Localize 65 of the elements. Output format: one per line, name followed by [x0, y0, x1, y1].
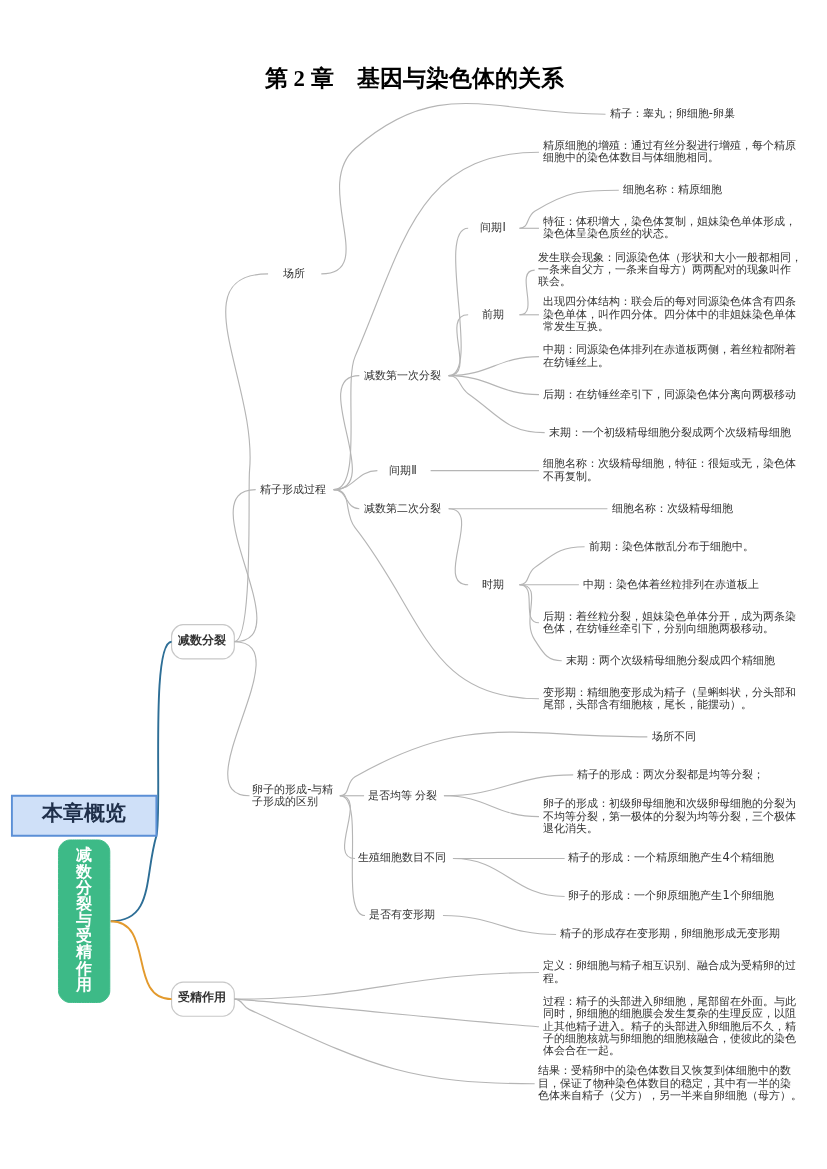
- node-text: 结果：受精卵中的染色体数目又恢复到体细胞中的数目，保证了物种染色体数目的稳定，其中有一半的染色体来自精子（父方），另一半来自卵细胞（母方）。: [537, 1063, 802, 1103]
- node-text: 前期: [481, 306, 504, 321]
- node-text: 细胞名称：次级精母细胞，特征：很短或无，染色体不再复制。: [543, 456, 797, 483]
- node-text: 末期：一个初级精母细胞分裂成两个次级精母细胞: [548, 424, 791, 439]
- node-text: 特征：体积增大，染色体复制，姐妹染色单体形成，染色体呈染色质丝的状态。: [543, 214, 797, 241]
- node-text: 间期Ⅱ: [389, 462, 417, 477]
- node-text: 中期：染色体着丝粒排列在赤道板上: [583, 576, 760, 591]
- node-text: 变形期：精细胞变形成为精子（呈蝌蚪状，分头部和尾部，头部含有细胞核，尾长，能摆动）。: [543, 684, 797, 711]
- connector: [518, 189, 620, 229]
- node-text: 后期：着丝粒分裂，姐妹染色单体分开，成为两条染色体，在纺锤丝牵引下，分别向细胞两极移动。: [543, 608, 797, 635]
- connector: [333, 489, 360, 510]
- node-text: 中期：同源染色体排列在赤道板两侧，着丝粒都附着在纺锤丝上。: [543, 342, 797, 369]
- connector: [227, 641, 257, 797]
- connector: [333, 489, 540, 700]
- node-text: 生殖细胞数目不同: [357, 850, 446, 865]
- node-text: 减数第二次分裂: [363, 500, 441, 515]
- connector: [442, 914, 557, 936]
- node-box: 减数分裂: [171, 624, 235, 660]
- connector: [518, 314, 540, 316]
- connector: [518, 584, 540, 624]
- connector: [225, 273, 269, 643]
- connector: [448, 227, 469, 377]
- node-text: 卵子的形成-与精子形成的区别: [252, 781, 334, 808]
- node-text: 时期: [481, 576, 504, 591]
- node-text: 场所: [282, 265, 305, 280]
- connector: [320, 102, 607, 275]
- node-text: 精子：睾丸；卵细胞-卵巢: [609, 106, 735, 121]
- connector: [233, 998, 536, 1085]
- diagram-title: 第 2 章 基因与染色体的关系: [264, 65, 564, 91]
- node-text: 出现四分体结构：联会后的每对同源染色体含有四条染色单体，叫作四分体。四分体中的非姐妹染色单体常发生互换。: [543, 294, 797, 334]
- connector: [518, 227, 540, 229]
- node-box: 受精作用: [171, 981, 235, 1017]
- node-text: 定义：卵细胞与精子相互识别、融合成为受精卵的过程。: [543, 958, 797, 985]
- node-text: 后期：在纺锤丝牵引下，同源染色体分离向两极移动: [543, 386, 797, 401]
- node-box: 本章概览: [10, 794, 158, 837]
- connector: [339, 795, 356, 860]
- connector: [430, 470, 540, 472]
- node-text: 末期：两个次级精母细胞分裂成四个精细胞: [566, 652, 776, 667]
- node-text: 是否有变形期: [369, 907, 436, 922]
- node-text: 卵子的形成：一个卵原细胞产生1个卵细胞: [568, 888, 774, 903]
- node-text: 精子的形成存在变形期，卵细胞形成无变形期: [560, 926, 781, 941]
- node-text: 精原细胞的增殖：通过有丝分裂进行增殖，每个精原细胞中的染色体数目与体细胞相同。: [543, 138, 797, 165]
- connector: [443, 795, 540, 818]
- node-text: 是否均等 分裂: [367, 787, 438, 802]
- node-text: 间期Ⅰ: [480, 220, 506, 235]
- connector: [233, 971, 540, 1000]
- node-text: 卵子的形成：初级卵母细胞和次级卵母细胞的分裂为不均等分裂，第一极体的分裂为均等分裂，三个极体退化消失。: [543, 796, 797, 835]
- connector: [518, 584, 563, 662]
- connector: [232, 489, 258, 643]
- node-text: 过程：精子的头部进入卵细胞，尾部留在外面。与此同时，卵细胞的细胞膜会发生复杂的生理反应，以阻止其他精子进入。精子的头部进入卵细胞后不久，精子的细胞核就与卵细胞的细胞核融合，使彼此的染色体会合在一起。: [543, 993, 797, 1058]
- connector: [109, 920, 173, 1001]
- node-text: 减数第一次分裂: [363, 367, 441, 382]
- node-text: 前期：染色体散乱分布于细胞中。: [588, 538, 754, 553]
- node-text: 精子的形成：两次分裂都是均等分裂；: [577, 766, 765, 781]
- node-text: 细胞名称：精原细胞: [623, 182, 723, 197]
- node-text: 场所不同: [651, 728, 696, 743]
- node-text: 细胞名称：次级精母细胞: [611, 500, 733, 515]
- connector: [339, 795, 366, 917]
- node-text: 精子的形成：一个精原细胞产生4个精细胞: [568, 850, 774, 865]
- connector: [448, 508, 469, 586]
- connector: [452, 857, 566, 898]
- node-box: 减数分裂与受精作用: [58, 839, 111, 1003]
- node-text: 发生联会现象：同源染色体（形状和大小一般都相同，一条来自父方，一条来自母方）两两配对的现象叫作联会。: [537, 249, 802, 289]
- connector: [448, 375, 546, 434]
- node-text: 精子形成过程: [259, 481, 326, 496]
